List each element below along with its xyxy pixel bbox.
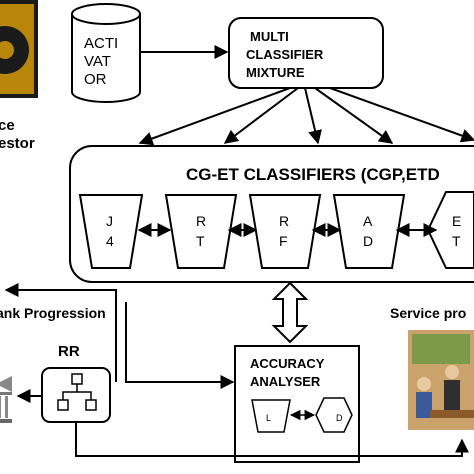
- investor-label-2: estor: [0, 135, 35, 152]
- service-label: Service pro: [390, 305, 466, 321]
- investor-gear-icon: [0, 0, 38, 98]
- classifier-rf-bottom: F: [279, 233, 288, 249]
- accuracy-hexagon-icon: [315, 397, 353, 433]
- classifier-rt-top: R: [196, 213, 206, 229]
- investor-label-1: ce: [0, 117, 15, 134]
- arrow-mixture-to-rf: [304, 87, 322, 145]
- accuracy-mini-l: L: [266, 413, 271, 423]
- arrow-mixture-to-j4: [138, 87, 291, 146]
- mixture-label-1: MULTI: [250, 29, 289, 44]
- service-provider-image: [408, 330, 474, 430]
- accuracy-mini-d: D: [336, 413, 343, 423]
- classifier-j4: [78, 194, 144, 269]
- classifier-rt-bottom: T: [196, 233, 205, 249]
- classifier-rf: [248, 194, 322, 269]
- arrow-classifiers-accuracy: [271, 281, 309, 344]
- classifier-rf-top: R: [279, 213, 289, 229]
- rank-progression-label: ank Progression: [0, 305, 106, 321]
- classifier-ad-top: A: [363, 213, 373, 229]
- bank-icon: [0, 376, 12, 423]
- arrow-mixture-to-ad: [314, 87, 394, 144]
- classifier-j4-top: J: [106, 213, 113, 229]
- mixture-label-2: CLASSIFIER: [246, 47, 324, 62]
- activator-label-1: ACTI: [84, 35, 118, 52]
- activator-label-2: VAT: [84, 53, 111, 70]
- activator-label-3: OR: [84, 71, 107, 88]
- rr-label: RR: [58, 343, 80, 360]
- mixture-label-3: MIXTURE: [246, 65, 305, 80]
- arrow-mixture-to-rt: [223, 87, 299, 144]
- arrow-mixture-to-et: [329, 87, 474, 143]
- classifier-j4-bottom: 4: [106, 233, 114, 249]
- classifiers-title: CG-ET CLASSIFIERS (CGP,ETD: [186, 165, 440, 184]
- classifier-rt: [164, 194, 238, 269]
- accuracy-trapezoid-icon: [251, 399, 291, 433]
- classifier-ad-bottom: D: [363, 233, 373, 249]
- classifier-et-top: E: [452, 213, 461, 229]
- accuracy-label-1: ACCURACY: [250, 356, 325, 371]
- rank-progression-line: [4, 283, 117, 382]
- classifier-ad: [332, 194, 406, 269]
- arrow-to-accuracy: [125, 302, 235, 389]
- accuracy-label-2: ANALYSER: [250, 374, 321, 389]
- rr-tree-icon: [57, 373, 97, 411]
- activator-cylinder: [71, 3, 141, 103]
- classifier-et-bottom: T: [452, 233, 461, 249]
- return-line: [75, 423, 469, 457]
